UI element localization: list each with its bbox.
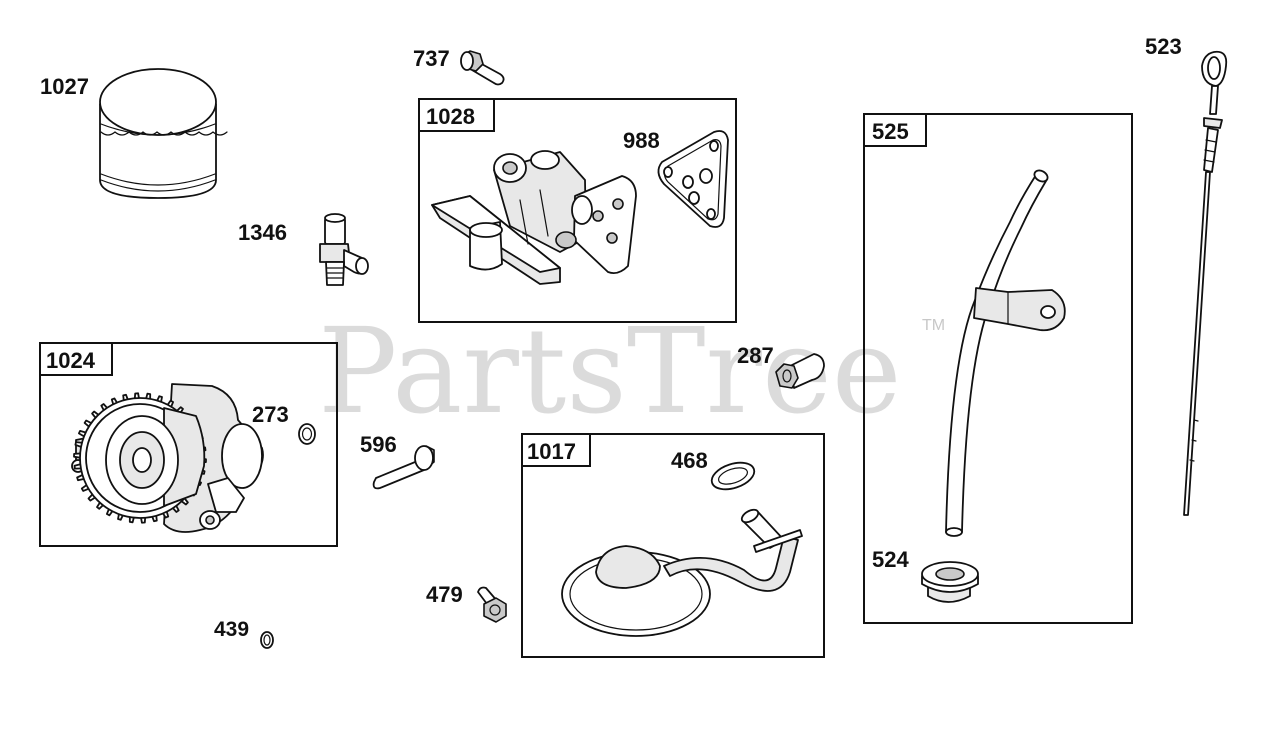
callout-737[interactable]: 737 — [413, 46, 450, 71]
oil-filter-adapter-icon[interactable] — [431, 150, 637, 285]
callout-468[interactable]: 468 — [671, 448, 708, 473]
fitting-icon[interactable] — [319, 213, 369, 286]
callout-523[interactable]: 523 — [1145, 34, 1182, 59]
grommet-icon[interactable] — [921, 561, 979, 603]
seal-ring-icon[interactable] — [708, 458, 757, 494]
callout-273[interactable]: 273 — [252, 402, 289, 427]
screw-icon[interactable] — [477, 586, 507, 623]
callout-1024[interactable]: 1024 — [46, 348, 96, 373]
small-o-ring-icon[interactable] — [260, 631, 274, 649]
callout-1028[interactable]: 1028 — [426, 104, 475, 129]
flange-bolt-icon[interactable] — [460, 50, 505, 86]
callout-439[interactable]: 439 — [214, 618, 249, 641]
callout-1346[interactable]: 1346 — [238, 220, 287, 245]
callout-1027[interactable]: 1027 — [40, 74, 89, 99]
dipstick-icon[interactable] — [1183, 50, 1228, 516]
callout-988[interactable]: 988 — [623, 128, 660, 153]
oil-filter-icon[interactable] — [99, 68, 228, 199]
callout-479[interactable]: 479 — [426, 582, 463, 607]
callout-525[interactable]: 525 — [872, 119, 909, 144]
dipstick-tube-icon[interactable] — [945, 168, 1066, 537]
callout-287[interactable]: 287 — [737, 343, 774, 368]
nut-icon[interactable] — [775, 353, 825, 389]
callout-1017[interactable]: 1017 — [527, 439, 576, 464]
o-ring-icon[interactable] — [298, 423, 316, 445]
bolt-icon[interactable] — [372, 445, 435, 490]
watermark-trademark: TM — [922, 317, 945, 334]
callout-596[interactable]: 596 — [360, 432, 397, 457]
oil-pump-icon[interactable] — [71, 383, 264, 533]
oil-pickup-icon[interactable] — [561, 507, 803, 637]
callout-524[interactable]: 524 — [872, 547, 909, 572]
gasket-icon[interactable] — [657, 130, 729, 228]
